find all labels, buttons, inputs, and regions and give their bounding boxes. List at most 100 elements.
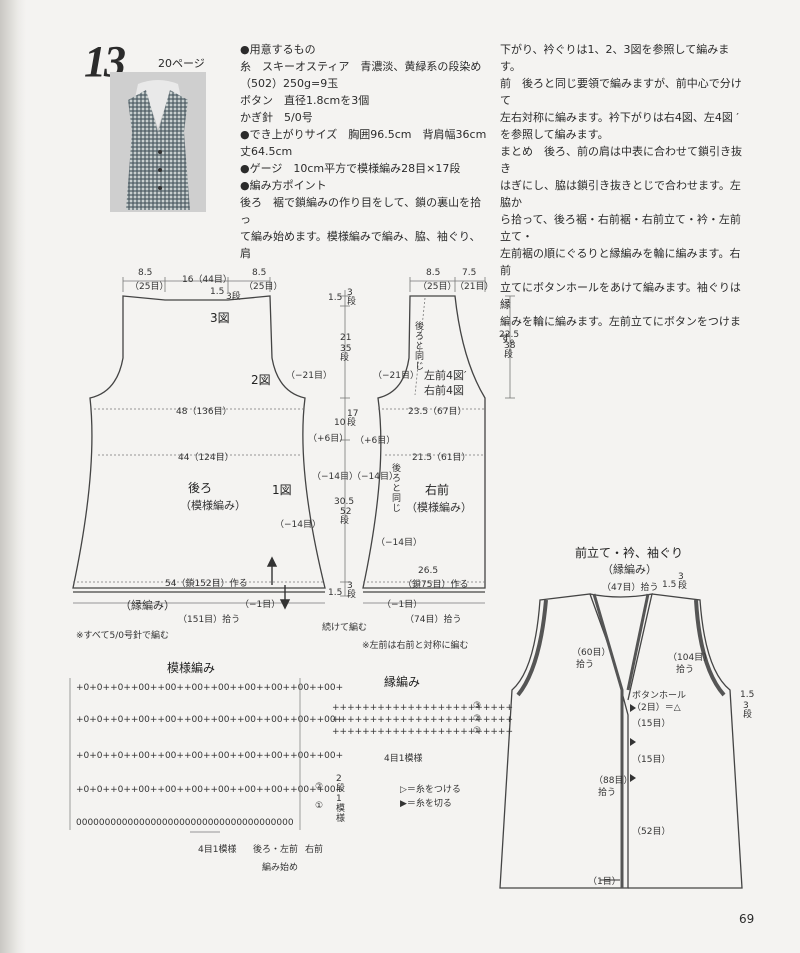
corner-stitch: （1目）	[588, 877, 621, 887]
edge-chart-grid: ++++++++++++++++++++++++ +++++++++++++++…	[332, 703, 513, 737]
back-top-width-right: 8.5	[252, 268, 267, 278]
dim-middle-height: 10	[334, 418, 346, 428]
direction-arrows	[266, 556, 291, 610]
fig-3-label: 3図	[210, 311, 230, 325]
back-subtitle: （模様編み）	[180, 499, 246, 512]
instruction-line: ら拾って、後ろ裾・右前裾・右前立て・衿・左前立て・	[500, 213, 741, 243]
back-top-width: 8.5	[138, 268, 153, 278]
instruction-line: 左前裾の順にぐるりと縁編みを輪に編みます。右前	[500, 247, 741, 277]
right-armhole-pickup-b: 拾う	[676, 665, 695, 675]
back-edge-label: （縁編み）	[120, 599, 175, 612]
fig-4-left: 左前4図′	[424, 369, 467, 382]
page-number: 69	[739, 912, 755, 926]
pattern-start-right: 右前	[305, 845, 324, 855]
front-band-pickup: （88目）	[594, 776, 633, 786]
dim-shoulder-rows: 3段	[347, 288, 357, 307]
front-neck-stitches: （21目）	[455, 282, 494, 292]
front-neck-width: 7.5	[462, 268, 477, 278]
front-edge-dec: （−1目）	[382, 600, 423, 610]
back-waist-width: 44（124目）	[178, 453, 234, 463]
edge-chart-title: 縁編み	[384, 675, 421, 689]
back-chest-width: 48（136目）	[176, 407, 232, 417]
instruction-line: 左右対称に編みます。衿下がりは右4図、左4図 ′	[500, 111, 739, 124]
svg-text:000000000000000000000000000000: 00000000000000000000000000000000000000	[76, 818, 294, 828]
left-armhole-pickup: （60目）	[572, 648, 611, 658]
dim-body-height: 30.5	[334, 497, 355, 507]
collar-height: 1.5	[662, 580, 677, 590]
edge-row-1: ①	[473, 726, 482, 736]
instruction-line: 前 後ろと同じ要領で編みますが、前中心で分けて	[500, 77, 742, 107]
svg-text:+0+0++0++00++00++00++00++00++0: +0+0++0++00++00++00++00++00++00++00++00+	[76, 683, 343, 693]
back-neck-depth: 1.5	[210, 287, 225, 297]
back-pickup: （151目）拾う	[178, 615, 241, 625]
back-title: 後ろ	[188, 481, 213, 495]
continue-knitting: 続けて編む	[322, 623, 368, 633]
dim-armhole-rows: 35段	[340, 344, 352, 363]
buttonhole-spacing-2: （15目）	[632, 755, 671, 765]
instruction-line: はぎにし、脇は鎖引き抜きとじで合わせます。左脇か	[500, 179, 741, 209]
back-instruction-1: 後ろ 裾で鎖編みの作り目をして、鎖の裏山を拾っ	[240, 196, 482, 226]
collar-pickup: （47目）拾う	[602, 583, 659, 593]
edge-legend-cut: ▶＝糸を切る	[400, 799, 452, 809]
button-line: ボタン 直径1.8cmを3個	[240, 94, 370, 107]
pattern-chart-title: 模様編み	[167, 661, 216, 675]
back-top-stitches: （25目）	[130, 282, 169, 292]
front-piece-outline	[362, 295, 486, 589]
edge-row-2: ②	[473, 714, 482, 724]
front-same-as-back-2: 後ろと同じ	[392, 464, 402, 514]
front-neck-height: 22.5	[499, 330, 520, 340]
instructions-column: 下がり、衿ぐりは1、2、3図を参照して編みます。 前 後ろと同じ要領で編みますが…	[500, 41, 750, 347]
attach-yarn-symbol: ▷	[400, 785, 407, 795]
finishing-subtitle: （縁編み）	[602, 563, 657, 576]
size-detail: 丈64.5cm	[240, 145, 293, 158]
back-neck-width: 16（44目）	[182, 275, 232, 285]
symmetry-note: ※左前は右前と対称に編む	[362, 641, 469, 651]
fig-2-label: 2図	[251, 373, 271, 387]
svg-text:+0+0++0++00++00++00++00++00++0: +0+0++0++00++00++00++00++00++00++00++00+	[76, 715, 343, 725]
edge-legend-attach: ▷＝糸をつける	[400, 785, 461, 795]
pattern-row-1: ①	[315, 801, 324, 811]
fig-4-right: 右前4図	[424, 384, 464, 397]
dim-middle-rows: 17段	[347, 409, 359, 428]
front-side-inc: （+6目）	[355, 436, 396, 446]
page-gutter-shadow	[0, 0, 26, 953]
materials-column: ●用意するもの 糸 スキーオスティア 青濃淡、黄緑系の段染め （502）250g…	[240, 41, 490, 262]
pattern-start-label: 編み始め	[262, 863, 299, 873]
front-armhole-dec: （−21目）	[373, 371, 419, 381]
edge-stitch-repeat: 4目1模様	[384, 754, 423, 764]
collar-rows: 3段	[678, 572, 688, 591]
front-shoulder-width: 8.5	[426, 268, 441, 278]
pattern-row-repeat: 2段1模様	[336, 774, 346, 824]
front-waist-width: 21.5（61目）	[412, 453, 471, 463]
front-shoulder-stitches: （25目）	[418, 282, 457, 292]
dim-armhole-height: 21	[340, 333, 352, 343]
front-hem-width: 26.5	[418, 566, 439, 576]
front-chain-cast-on: （鎖75目）作る	[403, 580, 469, 590]
front-title: 右前	[425, 483, 450, 497]
back-instruction-2: て編み始めます。模様編みで編み、脇、袖ぐり、肩	[240, 230, 481, 260]
edge-row-3: ③	[473, 701, 482, 711]
buttonhole-spec: （2目）＝△	[632, 703, 681, 713]
front-side-dec-lower: （−14目）	[376, 538, 422, 548]
page-reference: 20ページ	[158, 57, 205, 70]
buttonhole-markers	[630, 704, 636, 782]
yarn-detail: （502）250g=9玉	[240, 77, 339, 90]
front-neck-rows: 38段	[504, 341, 516, 360]
buttonhole-label: ボタンホール	[632, 691, 687, 701]
right-armhole-pickup: （104目）	[668, 653, 713, 663]
vest-photo	[110, 72, 206, 212]
back-chain-cast-on: 54（鎖152目）作る	[165, 579, 248, 589]
dim-shoulder-height: 1.5	[328, 293, 343, 303]
gauge-line: ●ゲージ 10cm平方で模様編み28目×17段	[240, 162, 461, 175]
size-title: ●でき上がりサイズ 胸囲96.5cm 背肩幅36cm	[240, 128, 487, 141]
yarn-line: 糸 スキーオスティア 青濃淡、黄緑系の段染め	[240, 60, 482, 73]
pattern-chart-lines	[69, 678, 301, 833]
front-side-dec: （−14目）	[352, 472, 398, 482]
front-same-as-back: 後ろと同じ	[415, 322, 425, 372]
fig-1-label: 1図	[272, 483, 292, 497]
pattern-chart-grid: +0+0++0++00++00++00++00++00++00++00++00+…	[76, 683, 343, 828]
back-armhole-dec: （−21目）	[286, 371, 332, 381]
back-side-dec: （−14目）	[275, 520, 321, 530]
back-neck-rows: 3段	[226, 292, 241, 302]
